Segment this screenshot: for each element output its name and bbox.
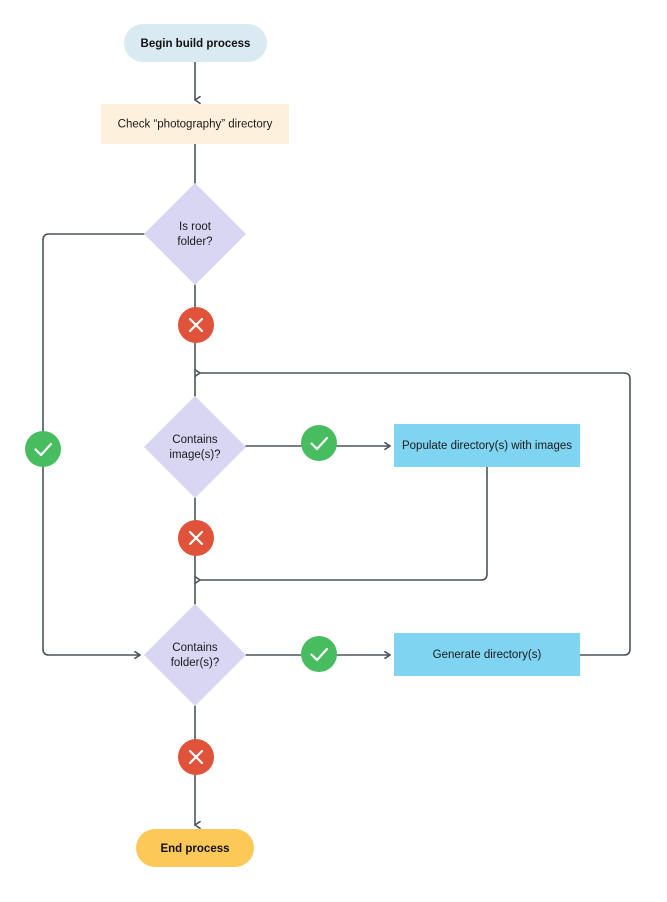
node-contains-folders[interactable]: Contains folder(s)? [144,604,246,706]
end-process-label: End process [160,843,229,855]
edge-generate-loop-back-to-spine [194,368,631,656]
node-generate-directories[interactable]: Generate directory(s) [394,633,580,676]
generate-directories-shape [394,633,580,676]
node-contains-images[interactable]: Contains image(s)? [144,396,246,498]
end-process-shape [136,829,254,867]
is-root-folder-label-line2: folder? [177,236,212,248]
check-icon-circle-contains-folders [301,636,337,672]
node-check-photography-directory[interactable]: Check “photography” directory [101,104,289,144]
node-populate-directories-with-images[interactable]: Populate directory(s) with images [394,424,580,467]
begin-build-process-shape [124,24,267,62]
check-icon-contains-folders [310,647,329,662]
node-begin-build-process[interactable]: Begin build process [124,24,267,62]
contains-folders-label-line2: folder(s)? [171,657,220,669]
no-badge-contains-images[interactable] [178,520,214,556]
check-photography-directory-label: Check “photography” directory [118,119,273,131]
check-icon-is-root [34,442,53,457]
check-photography-directory-shape [101,104,289,144]
is-root-folder-shape [144,183,246,285]
check-icon-circle-contains-images [301,425,337,461]
yes-badge-contains-folders[interactable] [301,636,337,672]
contains-folders-shape [144,604,246,706]
check-icon-contains-images [310,436,329,451]
contains-folders-label-line1: Contains [172,642,218,654]
yes-badge-is-root-folder[interactable] [25,431,61,467]
nodes-layer: Begin build process Check “photography” … [101,24,580,867]
populate-directories-label: Populate directory(s) with images [402,440,572,452]
branch-badges-layer [25,307,337,775]
yes-badge-contains-images[interactable] [301,425,337,461]
contains-images-label-line2: image(s)? [169,449,220,461]
edge-populate-loop-back-to-spine [194,466,488,585]
is-root-folder-label-line1: Is root [179,221,212,233]
populate-directories-shape [394,424,580,467]
no-badge-contains-folders[interactable] [178,739,214,775]
node-is-root-folder[interactable]: Is root folder? [144,183,246,285]
contains-images-shape [144,396,246,498]
contains-images-label-line1: Contains [172,434,218,446]
cross-icon-contains-folders [188,749,204,765]
cross-icon-contains-images [188,530,204,546]
cross-icon-is-root [188,317,204,333]
check-icon-circle-is-root [25,431,61,467]
no-badge-is-root-folder[interactable] [178,307,214,343]
node-end-process[interactable]: End process [136,829,254,867]
begin-build-process-label: Begin build process [141,38,251,50]
generate-directories-label: Generate directory(s) [433,649,542,661]
